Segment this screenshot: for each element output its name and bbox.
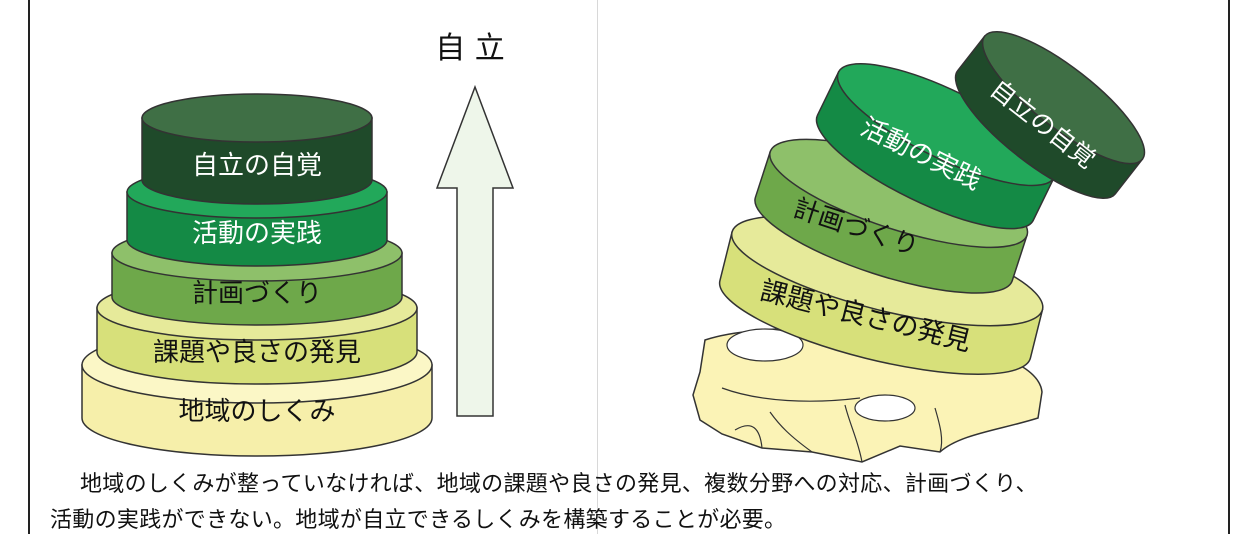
left-layer-awareness: 自立の自覚 bbox=[141, 93, 373, 205]
right-layer-action: 活動の実践 bbox=[815, 63, 1057, 230]
left-label-action: 活動の実践 bbox=[192, 219, 322, 249]
right-layer-awareness: 自立の自覚 bbox=[954, 30, 1146, 199]
independence-arrow bbox=[435, 84, 515, 417]
left-label-base: 地域のしくみ bbox=[178, 397, 335, 427]
content-frame bbox=[28, 0, 1230, 534]
left-label-planning: 計画づくり bbox=[192, 279, 322, 309]
page-fold-line bbox=[597, 0, 598, 534]
caption-line-1: 地域のしくみが整っていなければ、地域の課題や良さの発見、複数分野への対応、計画づ… bbox=[80, 472, 1038, 497]
left-label-awareness: 自立の自覚 bbox=[192, 151, 322, 181]
arrow-label: 自 立 bbox=[435, 31, 505, 66]
left-label-issues: 課題や良さの発見 bbox=[153, 338, 361, 368]
caption-line-2: 活動の実践ができない。地域が自立できるしくみを構築することが必要。 bbox=[50, 508, 787, 533]
